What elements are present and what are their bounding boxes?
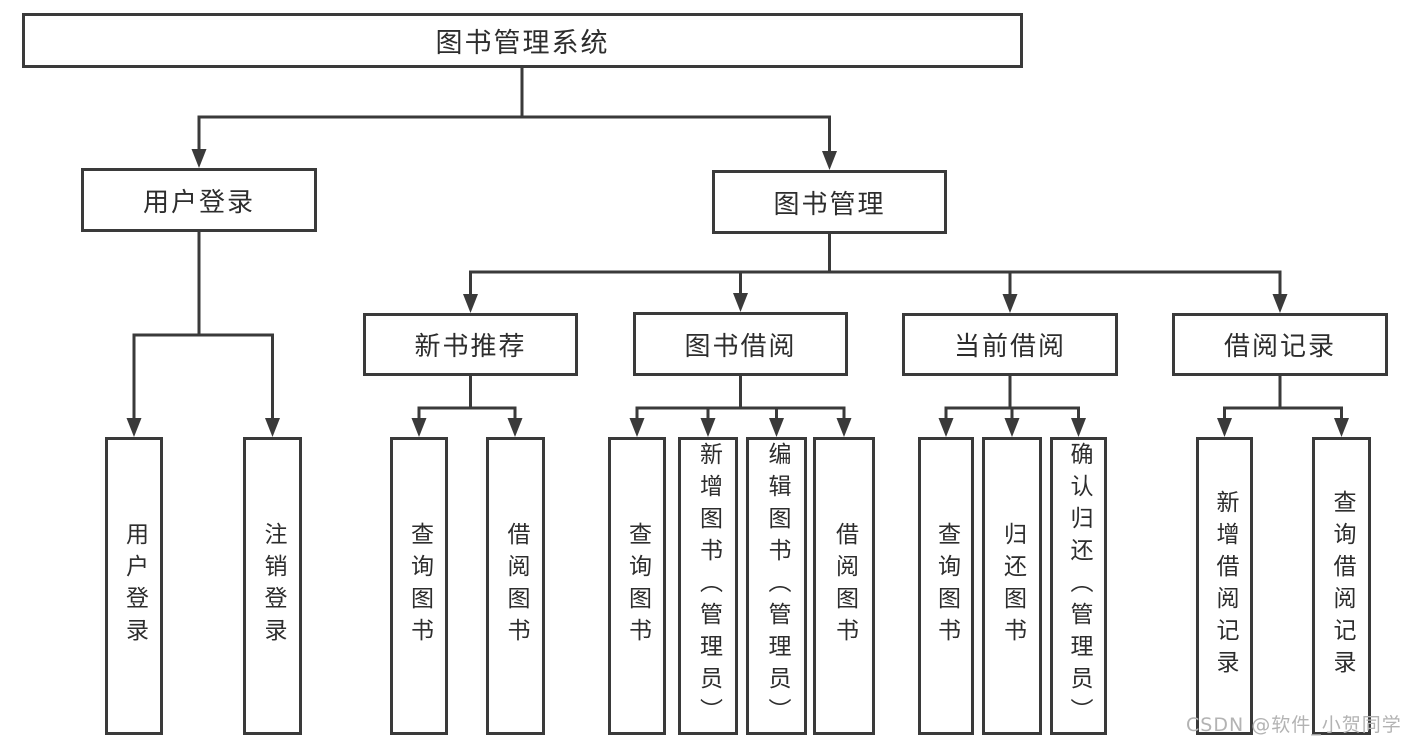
arrowhead-icons <box>126 149 1349 437</box>
leaf-query-books-recommend: 查询图书 <box>390 437 448 735</box>
node-book-management: 图书管理 <box>712 170 947 234</box>
node-user-login: 用户登录 <box>81 168 317 232</box>
leaf-add-books-admin: 新增图书（管理员） <box>678 437 738 735</box>
watermark: CSDN @软件_小贺同学 <box>1186 714 1402 736</box>
node-library-management-system: 图书管理系统 <box>22 13 1023 68</box>
leaf-edit-books-admin: 编辑图书（管理员） <box>746 437 807 735</box>
leaf-return-books: 归还图书 <box>982 437 1042 735</box>
leaf-user-login: 用户登录 <box>105 437 163 735</box>
leaf-query-books-current: 查询图书 <box>918 437 974 735</box>
leaf-confirm-return-admin: 确认归还（管理员） <box>1050 437 1107 735</box>
leaf-add-borrow-record: 新增借阅记录 <box>1196 437 1253 735</box>
node-new-book-recommend: 新书推荐 <box>363 313 578 376</box>
node-current-borrowing: 当前借阅 <box>902 313 1118 376</box>
leaf-borrow-books: 借阅图书 <box>813 437 875 735</box>
node-book-borrowing: 图书借阅 <box>633 312 848 376</box>
leaf-query-books-borrowing: 查询图书 <box>608 437 666 735</box>
leaf-logout: 注销登录 <box>243 437 302 735</box>
leaf-borrow-books-recommend: 借阅图书 <box>486 437 545 735</box>
node-borrowing-records: 借阅记录 <box>1172 313 1388 376</box>
leaf-query-borrow-record: 查询借阅记录 <box>1312 437 1371 735</box>
